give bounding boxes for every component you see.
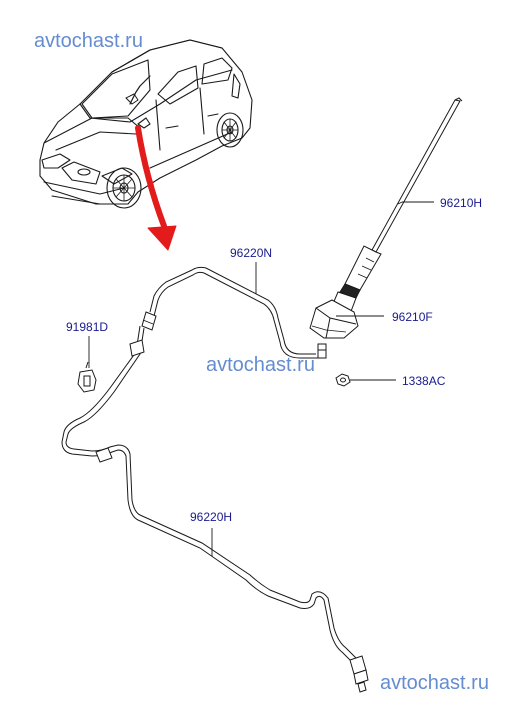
- label-clip: 91981D: [66, 320, 109, 334]
- label-nut: 1338AC: [402, 374, 446, 388]
- watermark-bottom: avtochast.ru: [380, 672, 489, 694]
- base-connector: [317, 343, 327, 359]
- cable-lower: [61, 325, 369, 693]
- location-arrow: [135, 125, 177, 251]
- label-cable-upper: 96220N: [230, 246, 273, 260]
- cable-upper: [141, 266, 320, 359]
- nut: [335, 373, 351, 387]
- label-antenna-mast: 96210H: [440, 196, 483, 210]
- watermark-top: avtochast.ru: [34, 30, 143, 52]
- watermark-middle: avtochast.ru: [206, 354, 315, 376]
- antenna-base: [309, 291, 359, 339]
- leader-lines: [88, 201, 434, 556]
- car-illustration: [39, 39, 253, 209]
- label-cable-lower: 96220H: [190, 510, 233, 524]
- label-antenna-base: 96210F: [392, 310, 433, 324]
- clip: [77, 361, 97, 393]
